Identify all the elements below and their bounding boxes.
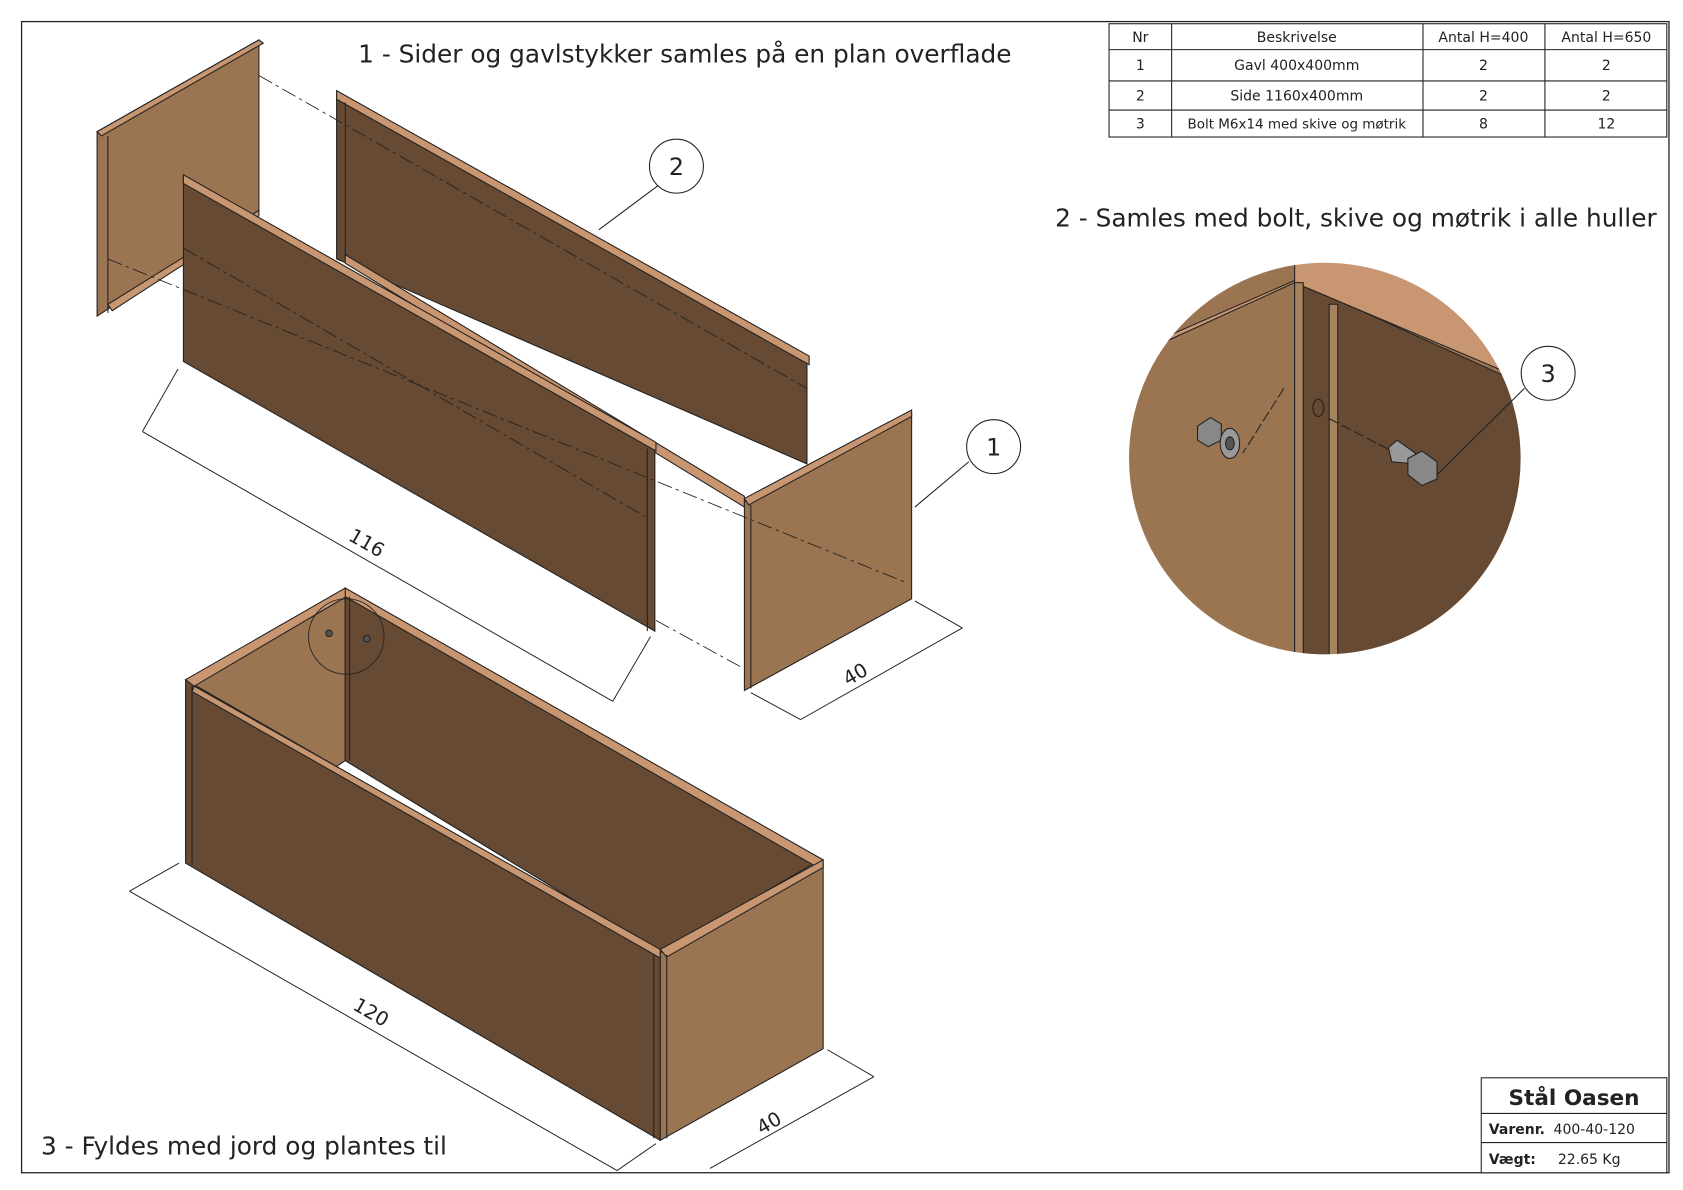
table-cell: 2 [1602,58,1611,74]
bolt-detail-view [1128,262,1522,655]
weight-value: 22.65 Kg [1558,1152,1621,1168]
step3-heading: 3 - Fyldes med jord og plantes til [41,1131,447,1160]
item-no-value: 400-40-120 [1554,1122,1635,1138]
callout-2: 2 [648,138,704,194]
table-cell: 12 [1597,116,1615,132]
table-cell: 2 [1479,88,1488,104]
table-cell: 3 [1136,116,1145,132]
table-cell: 2 [1479,58,1488,74]
table-header-qty-650: Antal H=650 [1561,30,1651,46]
dimension-exploded-length: 116 [345,524,389,562]
table-cell: 2 [1602,88,1611,104]
company-name: Stål Oasen [1509,1085,1640,1111]
step2-heading: 2 - Samles med bolt, skive og møtrik i a… [1055,204,1657,233]
dimension-assembled-width: 40 [753,1107,786,1139]
dimension-exploded-width: 40 [839,658,872,690]
table-cell: Bolt M6x14 med skive og møtrik [1188,116,1407,132]
table-cell: 2 [1136,88,1145,104]
parts-table: Nr Beskrivelse Antal H=400 Antal H=650 1… [1108,23,1668,138]
step1-heading: 1 - Sider og gavlstykker samles på en pl… [358,40,1011,69]
table-header-description: Beskrivelse [1257,30,1337,46]
table-cell: Gavl 400x400mm [1234,58,1359,74]
svg-text:2: 2 [669,153,684,181]
title-block: Stål Oasen Varenr. 400-40-120 Vægt: 22.6… [1480,1077,1668,1174]
callout-3: 3 [1520,345,1576,401]
table-cell: Side 1160x400mm [1230,88,1363,104]
svg-text:1: 1 [986,433,1001,461]
weight-label: Vægt: [1489,1152,1536,1168]
exploded-view [96,38,970,721]
item-no-label: Varenr. [1489,1122,1545,1138]
assembled-view [129,587,875,1172]
table-header-qty-400: Antal H=400 [1438,30,1528,46]
callout-1: 1 [966,419,1022,475]
drawing-frame [20,20,1670,1174]
dimension-assembled-length: 120 [349,993,393,1031]
table-cell: 8 [1479,116,1488,132]
svg-text:3: 3 [1541,360,1556,388]
table-cell: 1 [1136,58,1145,74]
table-header-nr: Nr [1132,30,1148,46]
